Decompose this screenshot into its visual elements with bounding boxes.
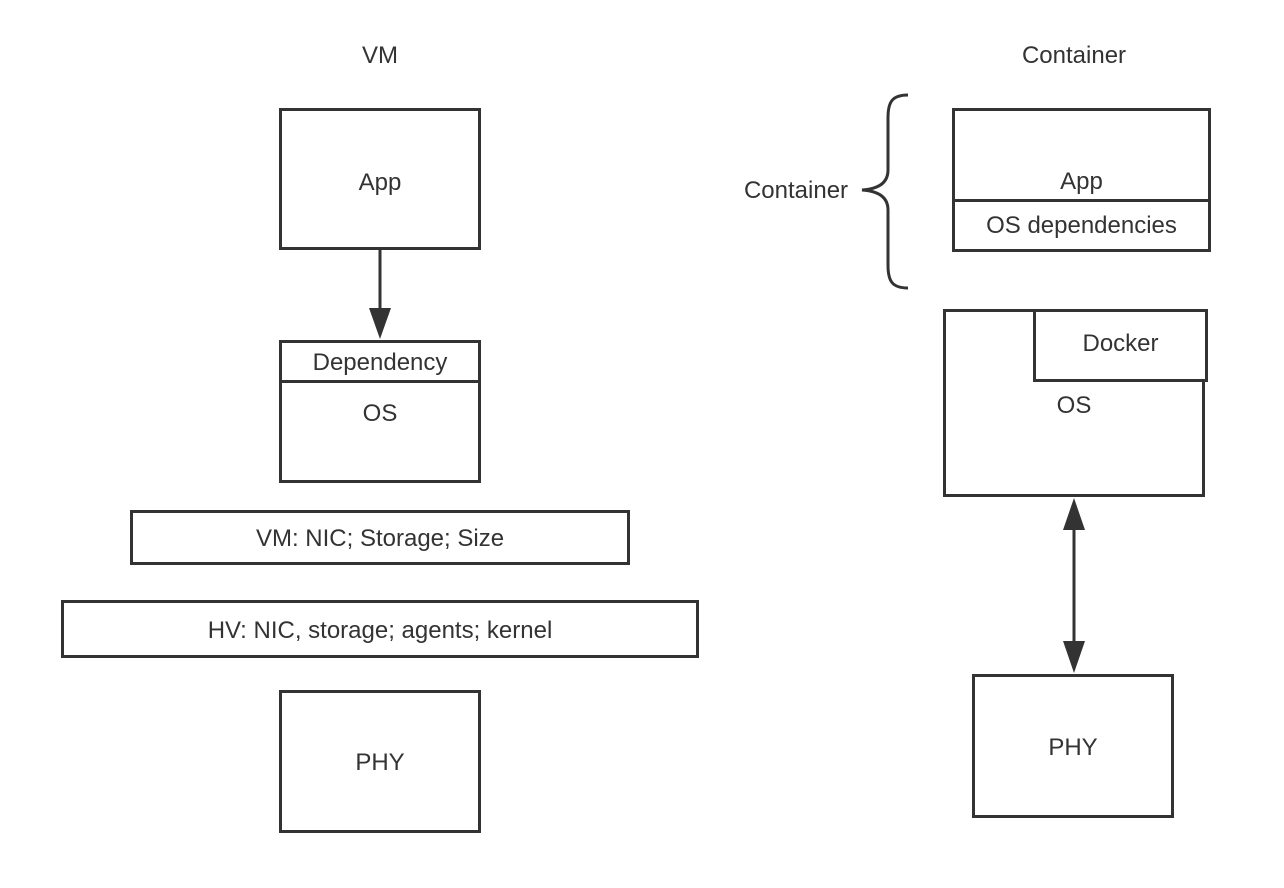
vm-title: VM (362, 42, 398, 69)
container-os-phy-double-arrow (1063, 498, 1085, 673)
container-os-dependencies-label: OS dependencies (986, 212, 1177, 239)
vm-dependency-label: Dependency (312, 349, 448, 376)
container-app-box: App OS dependencies (952, 108, 1211, 252)
vm-phy-box: PHY (279, 690, 481, 833)
vm-app-to-dependency-arrow (369, 250, 391, 339)
container-title: Container (1021, 42, 1127, 69)
vm-os-box: Dependency OS (279, 340, 481, 483)
docker-box: Docker (1033, 309, 1208, 382)
container-os-box: Docker OS (943, 309, 1208, 497)
container-app-label: App (1060, 168, 1103, 195)
vm-os-label: OS (362, 400, 398, 427)
container-brace-icon (861, 93, 909, 290)
container-phy-label: PHY (1048, 734, 1098, 761)
vm-dependency-divider (282, 380, 478, 383)
docker-label: Docker (1082, 330, 1159, 357)
hv-layer-box: HV: NIC, storage; agents; kernel (61, 600, 699, 658)
container-os-label: OS (1056, 392, 1092, 419)
hv-layer-label: HV: NIC, storage; agents; kernel (207, 617, 553, 644)
vm-layer-label: VM: NIC; Storage; Size (255, 525, 505, 552)
vm-app-label: App (358, 169, 402, 196)
container-app-divider (955, 199, 1208, 202)
container-brace-label: Container (743, 177, 849, 204)
vm-phy-label: PHY (355, 749, 405, 776)
vm-app-box: App (279, 108, 481, 250)
container-phy-box: PHY (972, 674, 1174, 818)
vm-layer-box: VM: NIC; Storage; Size (130, 510, 630, 565)
